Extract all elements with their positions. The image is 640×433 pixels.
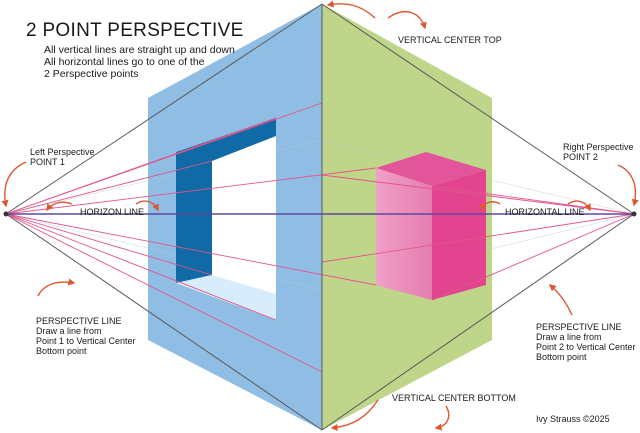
box-side bbox=[432, 170, 486, 300]
subtitle-line-3: 2 Perspective points bbox=[44, 68, 139, 80]
left-perspective-point bbox=[3, 211, 9, 217]
arrow-horizon-right bbox=[135, 200, 159, 212]
arrow-horizontal-left bbox=[479, 201, 501, 212]
box-top bbox=[376, 152, 486, 186]
label-perspective-right-line-1: PERSPECTIVE LINE bbox=[536, 322, 622, 332]
label-left-point-line-2: POINT 1 bbox=[30, 157, 65, 167]
label-vertical-center-top: VERTICAL CENTER TOP bbox=[398, 35, 502, 45]
label-perspective-line-left: PERSPECTIVE LINE Draw a line from Point … bbox=[36, 316, 136, 356]
label-left-point: Left Perspective POINT 1 bbox=[30, 147, 95, 167]
label-vertical-center-bottom: VERTICAL CENTER BOTTOM bbox=[392, 393, 516, 403]
label-right-point: Right Perspective POINT 2 bbox=[563, 142, 634, 162]
arrow-horizontal-right bbox=[567, 200, 591, 212]
outline-lines bbox=[5, 3, 635, 431]
label-perspective-right-line-3: Point 2 to Vertical Center bbox=[536, 342, 636, 352]
label-horizontal-line: HORIZONTAL LINE bbox=[505, 207, 585, 217]
arrow-top-right bbox=[387, 10, 427, 30]
label-perspective-right-line-4: Bottom point bbox=[536, 352, 587, 362]
label-perspective-right-line-2: Draw a line from bbox=[536, 332, 602, 342]
right-perspective-point bbox=[631, 211, 637, 217]
label-right-point-line-2: POINT 2 bbox=[563, 152, 598, 162]
arrow-perspective-right bbox=[548, 284, 573, 316]
arrow-horizon-left bbox=[46, 201, 73, 212]
arrow-bottom-right bbox=[434, 405, 450, 431]
label-perspective-left-line-4: Bottom point bbox=[36, 346, 87, 356]
arrow-top-left bbox=[326, 0, 376, 19]
label-horizon-line: HORIZON LINE bbox=[80, 207, 145, 217]
label-left-point-line-1: Left Perspective bbox=[30, 147, 95, 157]
credit-text: Ivy Strauss ©2025 bbox=[536, 414, 610, 424]
arrow-left-point bbox=[1, 161, 27, 208]
label-perspective-left-line-2: Draw a line from bbox=[36, 326, 102, 336]
window-reveal-light bbox=[176, 275, 276, 320]
label-perspective-left-line-3: Point 1 to Vertical Center bbox=[36, 336, 136, 346]
arrow-right-point bbox=[617, 164, 639, 207]
label-perspective-left-line-1: PERSPECTIVE LINE bbox=[36, 316, 122, 326]
box-front bbox=[376, 168, 432, 300]
subtitle-line-1: All vertical lines are straight up and d… bbox=[44, 44, 235, 56]
subtitle-line-2: All horizontal lines go to one of the bbox=[44, 56, 205, 68]
subtitle-block: All vertical lines are straight up and d… bbox=[44, 44, 235, 80]
window-reveal-dark bbox=[176, 118, 276, 283]
perspective-lines-right bbox=[321, 174, 635, 301]
arrow-perspective-left bbox=[37, 278, 76, 297]
perspective-lines-left bbox=[5, 102, 377, 373]
label-perspective-line-right: PERSPECTIVE LINE Draw a line from Point … bbox=[536, 322, 636, 362]
label-right-point-line-1: Right Perspective bbox=[563, 142, 634, 152]
arrow-bottom-left bbox=[330, 399, 379, 431]
page-title: 2 POINT PERSPECTIVE bbox=[26, 20, 244, 41]
